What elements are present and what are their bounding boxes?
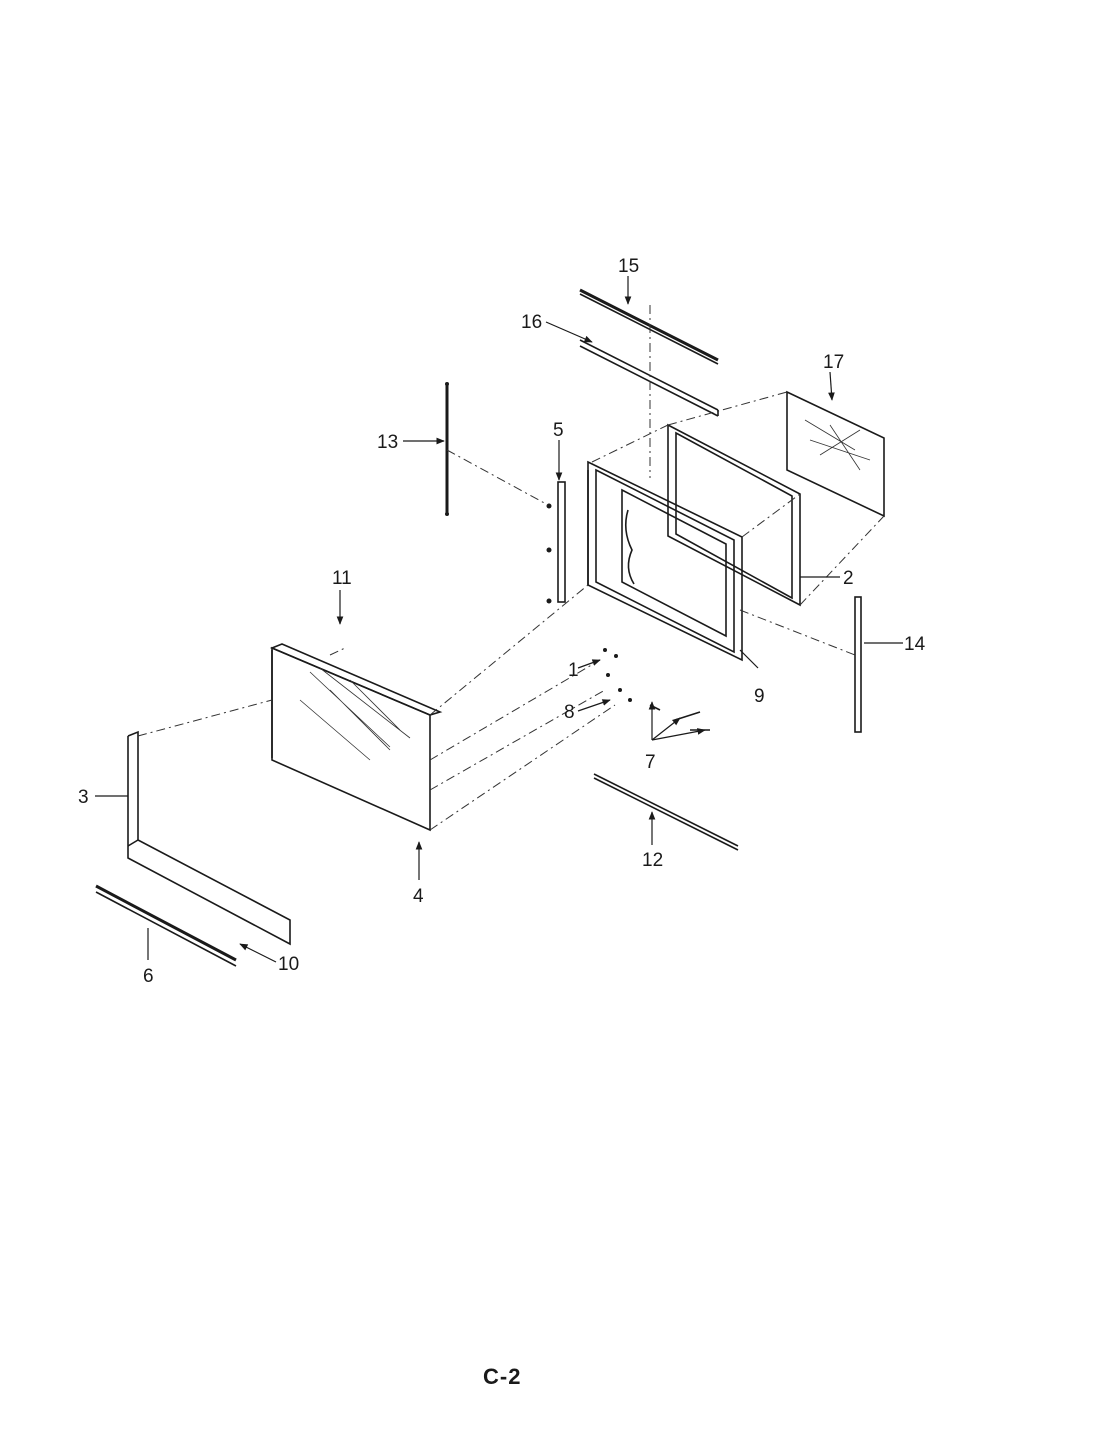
callout-15: 15 [618, 256, 639, 277]
callout-labels: 15 16 17 13 5 2 11 14 1 9 8 7 3 12 4 6 1… [78, 256, 926, 987]
outer-door-panel [269, 643, 443, 832]
callout-5: 5 [553, 420, 564, 441]
part-5-hinge [546, 481, 566, 604]
callout-11: 11 [332, 568, 352, 589]
part-12-lower-strip [593, 773, 739, 851]
small-hardware [603, 648, 710, 731]
callout-12: 12 [642, 850, 663, 871]
callout-10: 10 [278, 954, 299, 975]
callout-14: 14 [904, 634, 926, 655]
assembly-lines [137, 305, 885, 831]
callout-13: 13 [377, 432, 398, 453]
callout-2: 2 [843, 568, 854, 589]
page-number-label: C-2 [483, 1364, 522, 1389]
callout-8: 8 [564, 702, 575, 723]
callout-16: 16 [521, 312, 542, 333]
callout-7: 7 [645, 752, 656, 773]
part-14-right-strip [854, 596, 862, 733]
part-13-left-strip [445, 382, 449, 516]
callout-1: 1 [568, 660, 579, 681]
callout-4: 4 [413, 886, 424, 907]
part-16-top-strip [579, 339, 719, 417]
part-17-panel [786, 390, 885, 518]
callout-17: 17 [823, 352, 844, 373]
leader-lines [95, 276, 903, 963]
callout-6: 6 [143, 966, 154, 987]
callout-3: 3 [78, 787, 89, 808]
part-6-bottom-trim [95, 884, 237, 967]
callout-9: 9 [754, 686, 765, 707]
part-15-top-trim [579, 288, 719, 365]
part-3-handle-bracket [127, 730, 291, 946]
part-9-inner-door-frame [587, 460, 743, 662]
